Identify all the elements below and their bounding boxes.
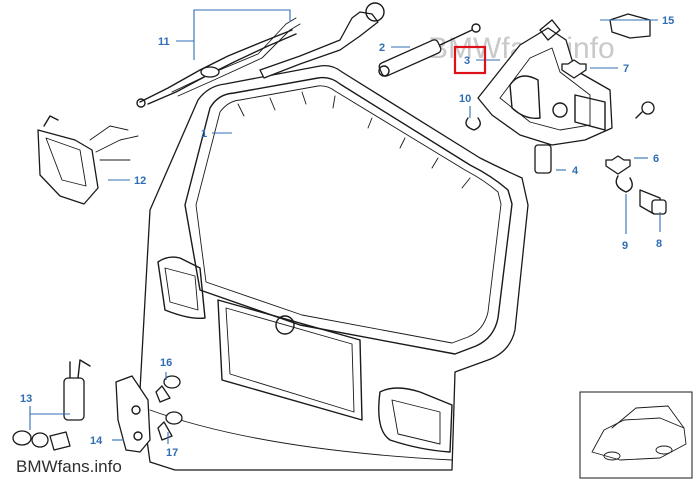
hinge-bracket bbox=[477, 19, 613, 146]
callout-10[interactable]: 10 bbox=[459, 93, 471, 105]
callout-4[interactable]: 4 bbox=[572, 165, 579, 177]
callout-6[interactable]: 6 bbox=[653, 153, 659, 165]
small-bolt bbox=[635, 101, 655, 119]
tailgate-panel bbox=[139, 64, 529, 471]
callout-16[interactable]: 16 bbox=[160, 357, 172, 369]
callout-15[interactable]: 15 bbox=[662, 15, 674, 27]
highlight-box-callout-3 bbox=[453, 45, 487, 75]
bolt-17 bbox=[157, 411, 183, 441]
star-nut bbox=[605, 155, 631, 175]
clip bbox=[615, 175, 633, 193]
gas-strut bbox=[378, 23, 481, 77]
callout-3[interactable]: 3 bbox=[464, 55, 470, 67]
pivot-bolt bbox=[639, 189, 667, 215]
watermark-bottom: BMWfans.info bbox=[16, 457, 122, 476]
leader-lines bbox=[29, 9, 661, 444]
switch-and-bolts bbox=[12, 359, 91, 451]
bolt-16 bbox=[155, 375, 181, 403]
callout-2[interactable]: 2 bbox=[379, 42, 385, 54]
callout-13[interactable]: 13 bbox=[20, 393, 32, 405]
callout-9[interactable]: 9 bbox=[622, 240, 628, 252]
retaining-clip bbox=[465, 117, 481, 131]
callout-17[interactable]: 17 bbox=[166, 447, 178, 459]
star-nut-upper bbox=[561, 59, 587, 79]
hinge-plate bbox=[115, 375, 151, 453]
callouts: 1 2 3 4 6 7 8 9 10 11 12 13 14 15 16 17 bbox=[20, 15, 674, 459]
callout-14[interactable]: 14 bbox=[90, 435, 103, 447]
inset-car-thumbnail bbox=[579, 391, 693, 479]
callout-8[interactable]: 8 bbox=[656, 238, 662, 250]
shim-plate bbox=[534, 144, 552, 174]
callout-12[interactable]: 12 bbox=[134, 175, 146, 187]
lock-housing bbox=[37, 115, 139, 205]
callout-7[interactable]: 7 bbox=[623, 63, 629, 75]
callout-11[interactable]: 11 bbox=[158, 36, 170, 48]
bracket-plate bbox=[609, 13, 651, 39]
callout-1[interactable]: 1 bbox=[201, 128, 207, 140]
cable-assembly bbox=[136, 2, 385, 108]
